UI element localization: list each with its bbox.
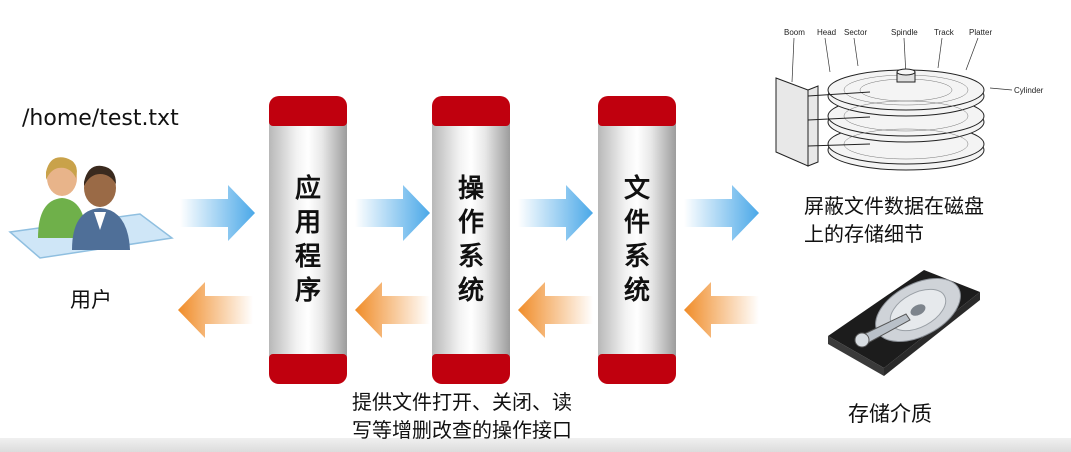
arrow-left-fs-to-os [518, 282, 593, 338]
file-path-label: /home/test.txt [22, 106, 179, 131]
disk-label-sector: Sector [844, 28, 867, 37]
column-file-system: 文 件 系 统 [598, 96, 676, 384]
user-label: 用户 [70, 288, 112, 312]
disk-label-spindle: Spindle [891, 28, 918, 37]
bottom-strip [0, 438, 1071, 452]
hard-drive-icon [828, 270, 980, 376]
disk-label-head: Head [817, 28, 836, 37]
disk-label-track: Track [934, 28, 955, 37]
arrow-left-app-to-user [178, 282, 253, 338]
column-label-operating-system: 操 作 系 统 [457, 174, 484, 306]
arrow-left-disk-to-fs [684, 282, 759, 338]
storage-label: 存储介质 [848, 402, 932, 426]
column-cap-bottom [269, 354, 347, 384]
column-cap-top [432, 96, 510, 126]
arrow-right-os-to-fs [518, 185, 593, 241]
fs-caption-line: 屏蔽文件数据在磁盘 [804, 194, 984, 218]
column-cap-bottom [432, 354, 510, 384]
disk-structure-diagram: Boom Head Sector Spindle Track Platter C… [775, 28, 1044, 171]
column-label-file-system: 文 件 系 统 [623, 174, 650, 306]
column-operating-system: 操 作 系 统 [432, 96, 510, 384]
os-caption-line: 提供文件打开、关闭、读 [352, 390, 572, 414]
arrow-right-fs-to-disk [684, 185, 759, 241]
column-cap-top [598, 96, 676, 126]
os-caption: 提供文件打开、关闭、读 写等增删改查的操作接口 [352, 388, 572, 444]
disk-label-boom: Boom [784, 28, 805, 37]
column-cap-top [269, 96, 347, 126]
disk-label-cylinder: Cylinder [1014, 86, 1044, 95]
os-caption-line: 写等增删改查的操作接口 [352, 418, 572, 442]
column-application: 应 用 程 序 [269, 96, 347, 384]
fs-caption-line: 上的存储细节 [804, 222, 924, 246]
fs-caption: 屏蔽文件数据在磁盘 上的存储细节 [804, 192, 984, 248]
arrow-left-os-to-app [355, 282, 430, 338]
arrow-right-user-to-app [180, 185, 255, 241]
column-cap-bottom [598, 354, 676, 384]
disk-label-platter: Platter [969, 28, 992, 37]
arrow-right-app-to-os [355, 185, 430, 241]
column-label-application: 应 用 程 序 [294, 174, 321, 306]
users-icon [8, 157, 174, 259]
